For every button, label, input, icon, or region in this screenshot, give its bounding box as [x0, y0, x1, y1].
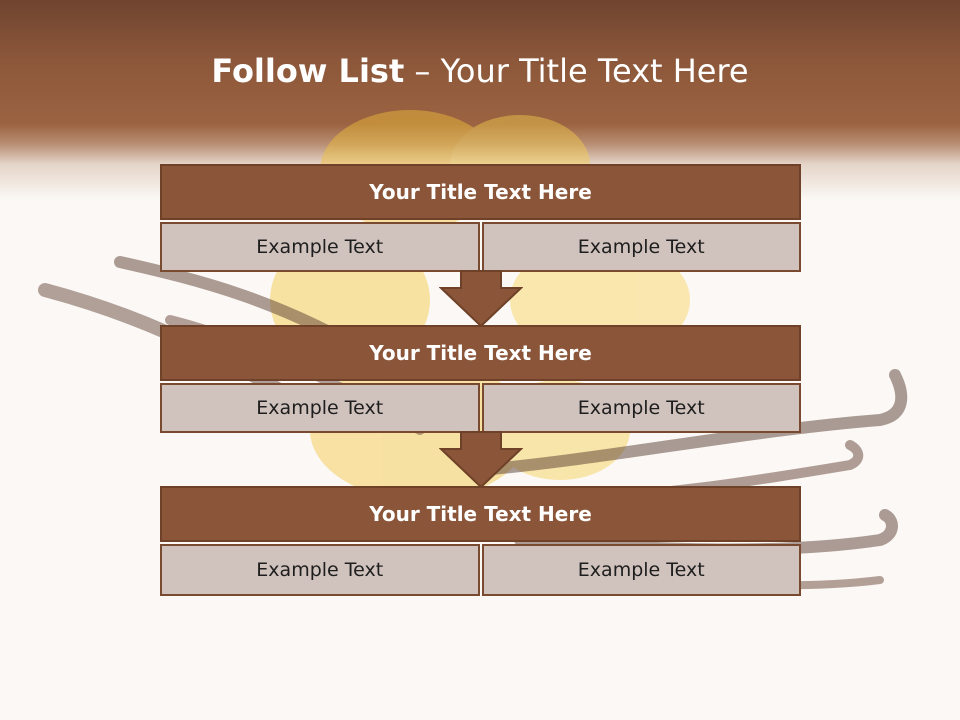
down-arrow-icon [439, 431, 523, 489]
block-cell-left: Example Text [160, 383, 480, 433]
list-block-2: Your Title Text Here Example Text Exampl… [160, 325, 801, 433]
block-cell-right: Example Text [481, 222, 801, 272]
block-cell-left: Example Text [160, 544, 480, 596]
block-cell-right: Example Text [481, 544, 801, 596]
slide-title-rest: – Your Title Text Here [404, 52, 749, 90]
list-block-1: Your Title Text Here Example Text Exampl… [160, 164, 801, 272]
block-row: Example Text Example Text [160, 222, 801, 272]
block-title: Your Title Text Here [160, 164, 801, 220]
list-block-3: Your Title Text Here Example Text Exampl… [160, 486, 801, 596]
block-title: Your Title Text Here [160, 325, 801, 381]
slide-title-bold: Follow List [211, 52, 405, 90]
block-cell-left: Example Text [160, 222, 480, 272]
down-arrow-icon [439, 270, 523, 328]
block-cell-right: Example Text [481, 383, 801, 433]
slide-title: Follow List – Your Title Text Here [0, 52, 960, 90]
block-title: Your Title Text Here [160, 486, 801, 542]
block-row: Example Text Example Text [160, 544, 801, 596]
block-row: Example Text Example Text [160, 383, 801, 433]
